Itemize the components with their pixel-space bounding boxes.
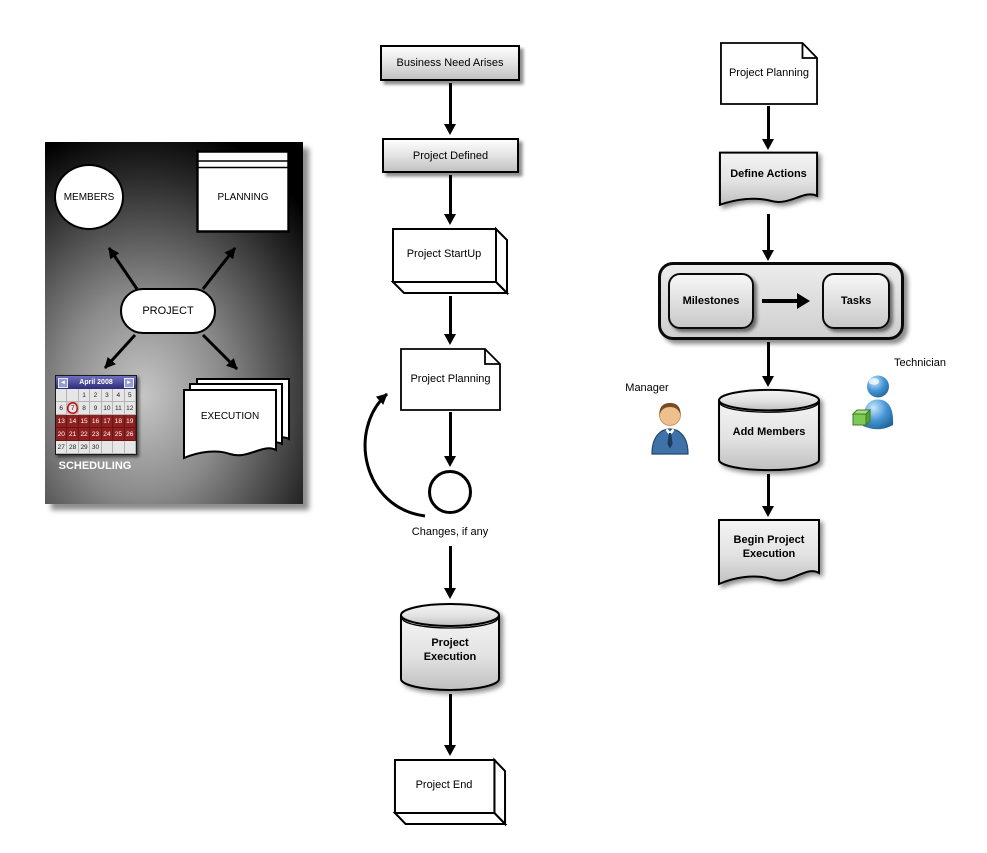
- arrow-project-to-scheduling: [103, 333, 137, 370]
- calendar-day: 15: [78, 415, 91, 428]
- calendar-day: 30: [90, 441, 102, 454]
- cylinder-shape: [717, 388, 821, 472]
- cylinder-shape: [399, 602, 501, 692]
- review-circle: [428, 470, 472, 514]
- members-ellipse: MEMBERS: [54, 164, 124, 230]
- project-defined-shape: Project Defined: [382, 138, 519, 173]
- wavy-document-shape: [718, 151, 819, 213]
- calendar-day: 16: [90, 415, 102, 428]
- calendar-next-icon: ►: [124, 377, 134, 388]
- calendar-day: [67, 389, 79, 402]
- document-shape: [400, 348, 501, 411]
- calendar-day: 20: [56, 428, 68, 441]
- business-need-label: Business Need Arises: [396, 57, 504, 69]
- calendar-day: 28: [67, 441, 79, 454]
- members-label: MEMBERS: [63, 191, 115, 203]
- calendar-day: 25: [113, 428, 125, 441]
- milestones-shape: Milestones: [668, 273, 754, 329]
- calendar-day: 17: [101, 415, 114, 428]
- execution-stack-shape: EXECUTION: [183, 378, 290, 470]
- calendar-day: [124, 441, 136, 454]
- calendar-title: April 2008: [79, 379, 113, 386]
- arrow-execution-to-end: [448, 694, 452, 746]
- calendar-day: 9: [90, 402, 102, 415]
- detail-project-planning-doc: Project Planning: [720, 42, 818, 105]
- calendar-day: 18: [113, 415, 125, 428]
- project-end-shape: Project End: [394, 759, 506, 825]
- tasks-shape: Tasks: [822, 273, 890, 329]
- planning-note-frame: [196, 150, 290, 233]
- technician-label: Technician: [894, 357, 946, 369]
- technician-icon: [851, 375, 894, 430]
- calendar-day: [101, 441, 114, 454]
- planning-note-shape: PLANNING: [196, 150, 290, 233]
- arrow-defined-to-startup: [448, 175, 452, 215]
- arrow-project-to-planning: [201, 247, 237, 290]
- calendar-day: 23: [90, 428, 102, 441]
- document-shape: [720, 42, 818, 105]
- calendar-day: [56, 389, 68, 402]
- arrow-project-to-members: [107, 247, 139, 290]
- calendar-day: 1: [78, 389, 91, 402]
- calendar-day: 5: [124, 389, 136, 402]
- calendar-day: 27: [56, 441, 68, 454]
- calendar-prev-icon: ◄: [58, 377, 68, 388]
- execution-sheet-front: [183, 389, 277, 460]
- calendar-day: 14: [67, 415, 79, 428]
- calendar-day: 2: [90, 389, 102, 402]
- calendar-day: [113, 441, 125, 454]
- calendar-day: 4: [113, 389, 125, 402]
- startup-box3d: [392, 228, 508, 294]
- project-label: PROJECT: [142, 305, 194, 317]
- calendar-day: 10: [101, 402, 114, 415]
- arrow-milestones-to-tasks: [762, 299, 798, 303]
- begin-execution-shape: Begin Project Execution: [717, 518, 821, 594]
- arrow-container-to-members: [766, 342, 770, 377]
- project-connector-arrows: [103, 247, 239, 371]
- project-stadium: PROJECT: [120, 288, 216, 334]
- add-members-cylinder: Add Members: [717, 388, 821, 472]
- calendar-day: 12: [124, 402, 136, 415]
- calendar-day: 7: [67, 402, 79, 415]
- changes-label: Changes, if any: [411, 526, 489, 538]
- tasks-label: Tasks: [840, 295, 872, 307]
- calendar-day: 21: [67, 428, 79, 441]
- arrow-planning-to-review: [448, 412, 452, 457]
- calendar-day: 24: [101, 428, 114, 441]
- calendar-day: 22: [78, 428, 91, 441]
- project-overview-panel: MEMBERS PLANNING PROJECT ◄ April 2008 ► …: [45, 142, 303, 504]
- calendar-day: 13: [56, 415, 68, 428]
- loop-path: [363, 392, 426, 518]
- milestones-label: Milestones: [682, 295, 740, 307]
- project-execution-cylinder: Project Execution: [399, 602, 501, 692]
- arrow-define-to-milestones: [766, 214, 770, 251]
- business-need-shape: Business Need Arises: [380, 45, 520, 81]
- define-actions-shape: Define Actions: [718, 151, 819, 213]
- project-defined-label: Project Defined: [412, 149, 489, 162]
- calendar-day: 19: [124, 415, 136, 428]
- calendar-day: 26: [124, 428, 136, 441]
- manager-label: Manager: [625, 382, 669, 394]
- changes-loop-arrow: [363, 392, 426, 518]
- calendar-day: 8: [78, 402, 91, 415]
- calendar-day: 3: [101, 389, 114, 402]
- end-box3d: [394, 759, 506, 825]
- scheduling-label: SCHEDULING: [58, 460, 132, 472]
- manager-icon: [651, 403, 689, 455]
- project-startup-shape: Project StartUp: [392, 228, 508, 294]
- execution-sheets: [183, 378, 290, 460]
- calendar-day: 11: [113, 402, 125, 415]
- calendar-header: ◄ April 2008 ►: [56, 376, 136, 389]
- arrow-need-to-defined: [448, 83, 452, 125]
- wavy-document-shape: [717, 518, 821, 594]
- calendar-day: 29: [78, 441, 91, 454]
- arrow-project-to-execution: [201, 333, 239, 371]
- arrow-planning-to-define: [766, 106, 770, 140]
- arrow-review-to-execution: [448, 546, 452, 589]
- arrow-members-to-begin: [766, 474, 770, 507]
- arrow-startup-to-planning: [448, 296, 452, 335]
- calendar-day: 6: [56, 402, 68, 415]
